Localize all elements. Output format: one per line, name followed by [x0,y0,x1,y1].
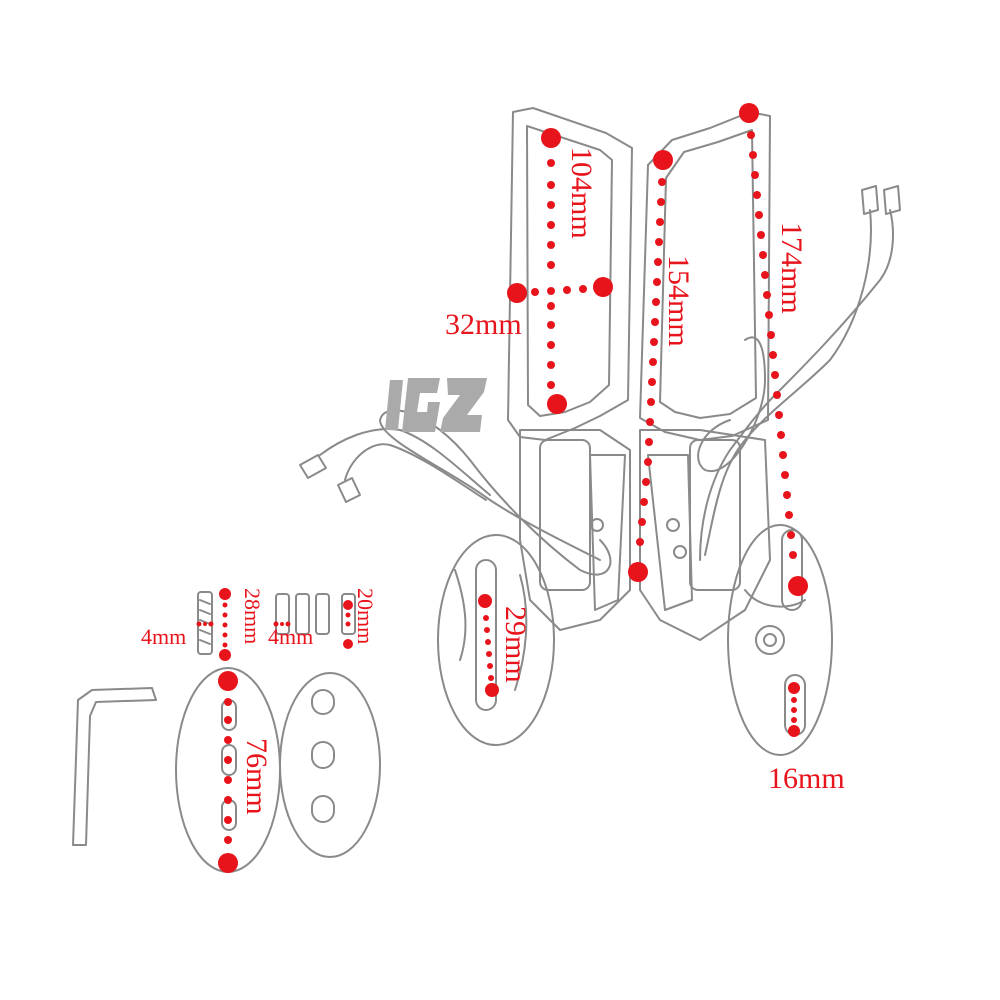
right-mirror-frame [639,111,771,441]
label-4mm-short-bolt: 4mm [268,624,314,649]
short-bolts [275,593,356,635]
label-16mm: 16mm [768,762,845,795]
dim-line-104mm [541,128,567,414]
label-174mm: 174mm [775,222,808,314]
dim-line-29mm [478,594,499,697]
left-mirror-frame [507,107,633,441]
left-wiring [299,409,612,576]
hex-key [72,687,157,846]
dim-line-28mm [219,588,231,661]
brand-logo [385,378,487,432]
dim-line-76mm [218,671,238,873]
dim-line-4mm-short [273,621,291,627]
dim-line-32mm [507,277,613,303]
label-29mm: 29mm [499,606,532,683]
spacer-plate-slotted [279,672,381,858]
dim-line-154mm [628,150,673,582]
dim-line-20mm [343,600,353,649]
label-32mm: 32mm [445,308,522,341]
right-wiring [697,185,901,561]
dim-line-174mm [739,103,808,596]
label-104mm: 104mm [565,147,598,239]
label-154mm: 154mm [662,255,695,347]
right-base-plate [727,524,833,756]
dim-line-4mm-long [196,621,214,627]
label-28mm: 28mm [240,588,265,645]
dim-line-16mm [788,682,800,737]
label-4mm-long-bolt: 4mm [141,624,187,649]
label-20mm: 20mm [353,588,378,645]
turn-signal-housing [519,429,771,641]
label-76mm: 76mm [240,738,273,815]
left-base-plate [437,534,555,746]
